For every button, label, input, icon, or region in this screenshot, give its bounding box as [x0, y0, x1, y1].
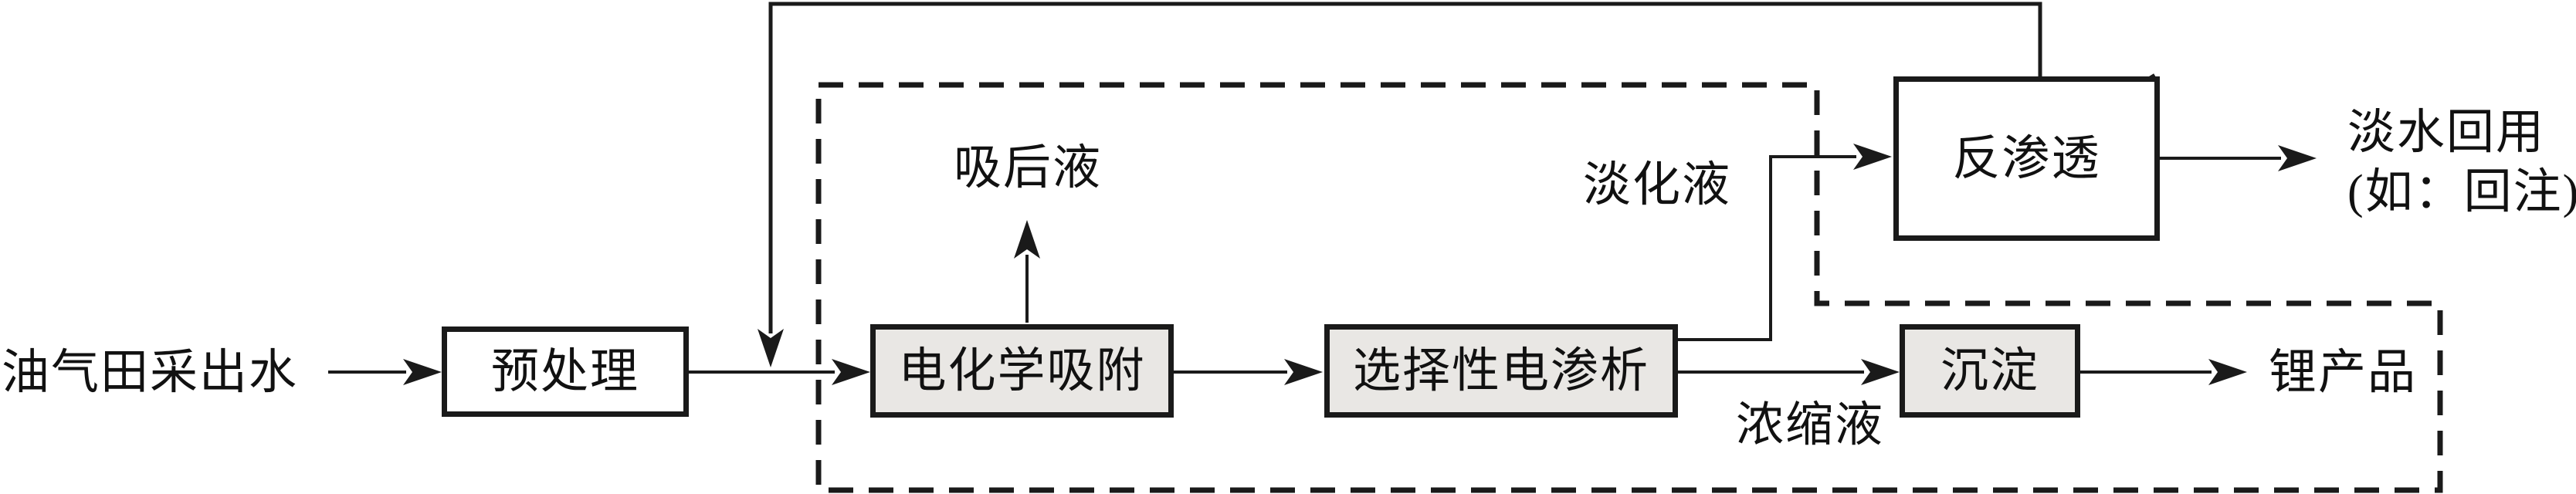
concentrated-liquid-label: 浓缩液	[1736, 399, 1885, 452]
precipitation-label: 沉淀	[1940, 344, 2039, 398]
electrochemical-adsorption-label: 电化学吸附	[898, 344, 1146, 398]
concentrated-liquid-arrow	[1678, 359, 1900, 385]
reverse-osmosis-label: 反渗透	[1952, 132, 2101, 185]
freshwater-reuse-label: 淡水回用 (如：回注)	[2347, 103, 2576, 222]
freshwater-reuse-line1: 淡水回用	[2347, 107, 2546, 159]
selective-electrodialysis-label: 选择性电渗析	[1352, 344, 1649, 398]
post-adsorption-liquid-label: 吸后液	[954, 142, 1103, 195]
source-label: 油气田采出水	[2, 347, 299, 399]
freshwater-reuse-arrow	[2160, 145, 2317, 171]
adsorption-to-electrodialysis-arrow	[1174, 359, 1323, 385]
reverse-osmosis-box: 反渗透	[1893, 76, 2160, 241]
lithium-product-label: 锂产品	[2269, 347, 2418, 399]
post-adsorption-arrow	[1014, 220, 1040, 323]
freshwater-reuse-line2: (如：回注)	[2347, 166, 2576, 218]
lithium-product-arrow	[2080, 359, 2247, 385]
selective-electrodialysis-box: 选择性电渗析	[1324, 324, 1678, 418]
precipitation-box: 沉淀	[1900, 324, 2080, 418]
desalinated-liquid-line	[1678, 144, 1892, 341]
ro-recycle-line	[758, 2, 2042, 367]
pretreatment-to-adsorption-arrow	[689, 359, 870, 385]
feed-arrow	[328, 359, 442, 385]
pretreatment-box: 预处理	[442, 327, 689, 417]
desalinated-liquid-label: 淡化液	[1583, 159, 1732, 211]
electrochemical-adsorption-box: 电化学吸附	[870, 324, 1174, 418]
pretreatment-label: 预处理	[490, 345, 639, 398]
